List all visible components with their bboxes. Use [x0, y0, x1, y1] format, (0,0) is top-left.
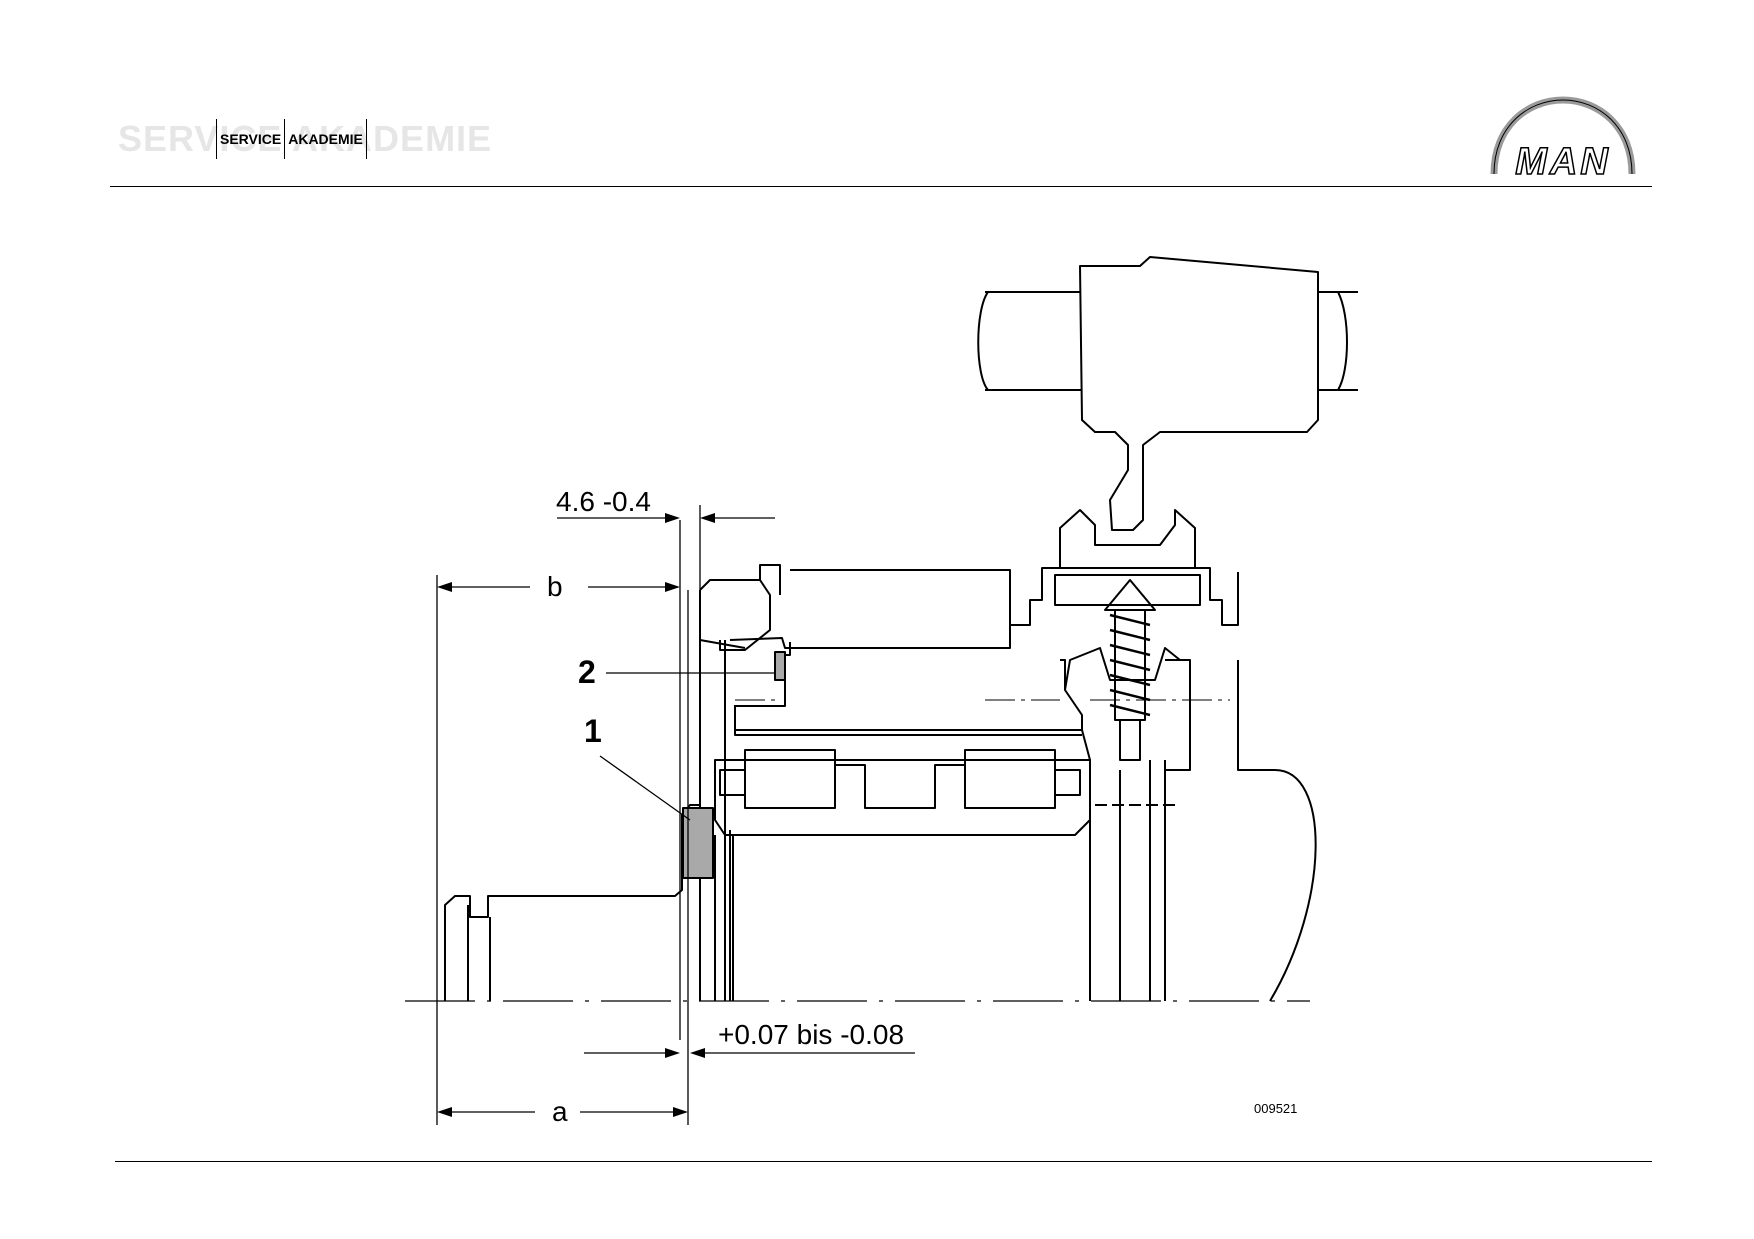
dim-b-label: b	[547, 571, 563, 602]
dimension-arrows	[437, 513, 715, 1117]
header-rule	[110, 186, 1652, 187]
shift-fork	[1079, 256, 1319, 531]
callout-2: 2	[578, 654, 596, 690]
callout-1: 1	[584, 713, 602, 749]
brand-service-label: SERVICE	[220, 131, 282, 147]
logo-text: MAN	[1515, 141, 1611, 178]
gear-body	[714, 642, 1091, 1001]
brand-divider	[284, 119, 286, 159]
dim-top-label: 4.6 -0.4	[556, 486, 651, 517]
dimension-lines	[436, 505, 915, 1125]
synchro-hub-left	[699, 564, 1011, 1001]
service-akademie-brand: SERVICE AKADEMIE	[216, 119, 367, 159]
footer-rule	[115, 1161, 1652, 1162]
gear-right	[735, 647, 1317, 1002]
man-logo: MAN	[1490, 96, 1636, 178]
brand-akademie-label: AKADEMIE	[288, 131, 363, 147]
drawing-number: 009521	[1254, 1101, 1297, 1116]
input-shaft	[444, 804, 700, 1001]
header-watermark: SERVICE AKADEMIE	[118, 118, 493, 159]
dim-tolerance-label: +0.07 bis -0.08	[718, 1019, 904, 1050]
part-2-ring	[774, 651, 786, 681]
dim-a-label: a	[552, 1096, 568, 1127]
detent-spring	[1104, 579, 1156, 761]
